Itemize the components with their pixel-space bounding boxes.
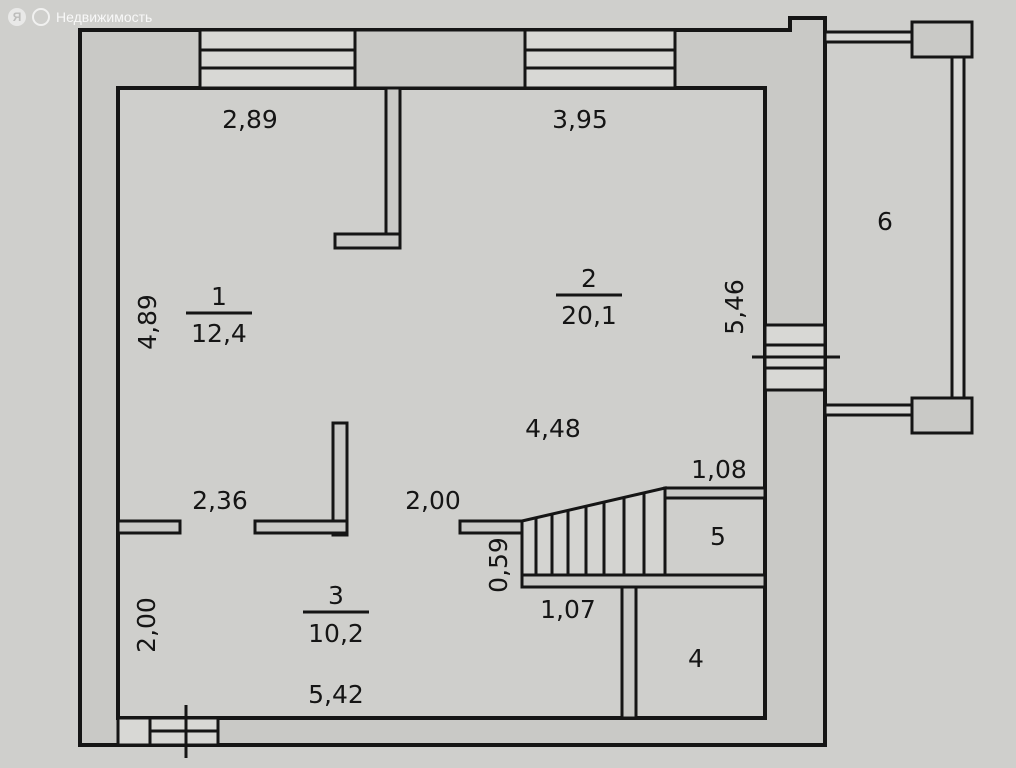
interior-walls bbox=[116, 86, 767, 720]
room-1-area: 12,4 bbox=[191, 319, 247, 348]
partition-h2 bbox=[253, 519, 349, 535]
fraction-bars bbox=[186, 293, 622, 614]
room-4-number: 4 bbox=[688, 644, 704, 673]
window-left bbox=[198, 28, 357, 90]
dim-left-room1: 4,89 bbox=[133, 294, 162, 350]
room-2-number: 2 bbox=[581, 264, 597, 293]
balcony bbox=[823, 20, 974, 435]
watermark: Я Недвижимость bbox=[8, 8, 152, 26]
room-3-area: 10,2 bbox=[308, 619, 364, 648]
dim-stair-bottom: 1,07 bbox=[540, 595, 596, 624]
partition-h3 bbox=[458, 519, 524, 535]
room-6-number: 6 bbox=[877, 207, 893, 236]
staircase bbox=[520, 486, 667, 577]
room-5-number: 5 bbox=[710, 522, 726, 551]
partition-room4 bbox=[620, 585, 638, 720]
dim-bottom-room3: 5,42 bbox=[308, 680, 364, 709]
window-pier bbox=[353, 28, 527, 90]
dim-right-room2: 5,46 bbox=[720, 279, 749, 335]
dimension-labels: 2,89 3,95 4,89 5,46 4,48 1,08 2,36 2,00 … bbox=[132, 105, 749, 709]
partition-vertical-mid bbox=[331, 421, 349, 537]
watermark-text: Недвижимость bbox=[56, 9, 153, 25]
partition-vertical-top bbox=[384, 86, 402, 250]
partition-room5-top bbox=[663, 486, 767, 500]
ring-logo-icon bbox=[32, 8, 50, 26]
dim-partition-left: 2,36 bbox=[192, 486, 248, 515]
dim-partition-mid: 2,00 bbox=[405, 486, 461, 515]
room-labels: 1 12,4 2 20,1 3 10,2 4 5 6 bbox=[191, 207, 893, 673]
dim-stair-side: 0,59 bbox=[484, 537, 513, 593]
room-3-number: 3 bbox=[328, 581, 344, 610]
dim-mid-room2: 4,48 bbox=[525, 414, 581, 443]
dim-stair-top: 1,08 bbox=[691, 455, 747, 484]
partition-h1 bbox=[116, 519, 182, 535]
outer-walls bbox=[78, 16, 827, 747]
window-lines bbox=[200, 48, 675, 70]
dim-top-right: 3,95 bbox=[552, 105, 608, 134]
yandex-logo-icon: Я bbox=[8, 8, 26, 26]
dim-left-room3: 2,00 bbox=[132, 597, 161, 653]
room-2-area: 20,1 bbox=[561, 301, 617, 330]
dim-top-left: 2,89 bbox=[222, 105, 278, 134]
balcony-door bbox=[752, 323, 840, 392]
partition-hook bbox=[333, 232, 402, 250]
room-1-number: 1 bbox=[211, 282, 227, 311]
window-right bbox=[523, 28, 677, 90]
entrance bbox=[116, 705, 220, 758]
partition-stair-bottom bbox=[520, 573, 767, 589]
